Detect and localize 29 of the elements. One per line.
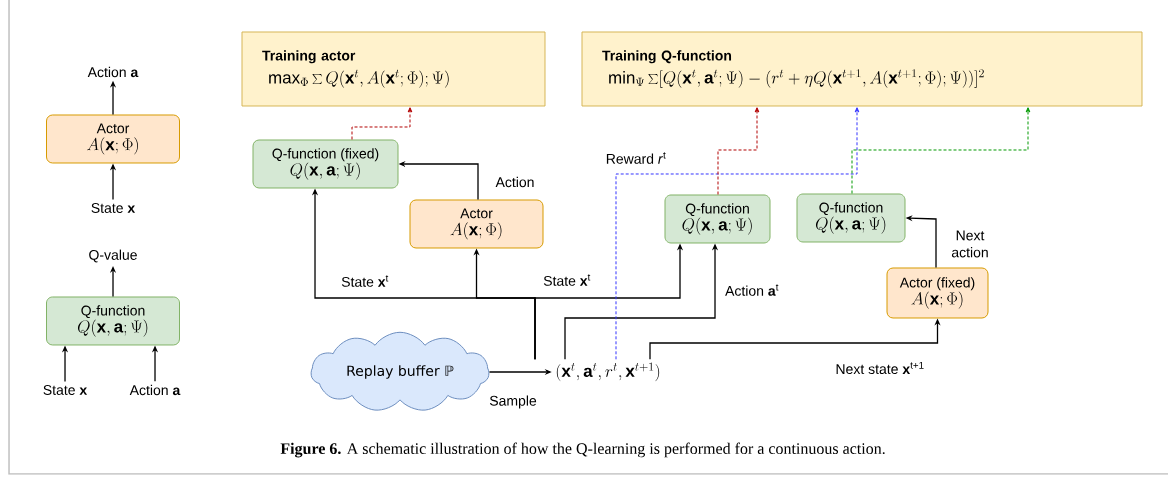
caption: Figure 6. A schematic illustration of how the Q-learning is performed for a continuous action.	[280, 442, 885, 458]
arrow	[717, 107, 760, 195]
q-function-box: Q-function $Q(\mathbf{x},\mathbf{a};\Psi)$	[46, 296, 180, 346]
edge-label: Next action	[946, 229, 994, 259]
objective-box: Training actor $\max_\Phi \sum Q(\mathbf{x}^t, A(\mathbf{x}^t;\Phi);\Psi)$	[241, 31, 546, 107]
edge-label: Sample	[488, 394, 538, 410]
actor-box: Actor $A(\mathbf{x};\Phi)$	[409, 199, 544, 249]
objective-box: Training Q-function $\min_\Psi \sum [Q(\mathbf{x}^t,\mathbf{a}^t;\Psi)-(r^t+\eta Q(\mathbf{x}^{t+1},A(\mathbf{x}^{t+1};\Phi);\Psi))]^2$	[581, 31, 1143, 107]
output-label: Q-value	[89, 249, 137, 263]
arrow	[351, 107, 413, 140]
arrow	[615, 107, 860, 360]
actor-box: Actor (fixed) $A(\mathbf{x};\Phi)$	[886, 267, 989, 319]
sample-tuple: $(\mathbf{x}^t,\mathbf{a}^t,r^t,\mathbf{x}^{t+1})$	[556, 362, 660, 382]
edge-label: Action	[494, 175, 536, 189]
q-function-box: Q-function (fixed) $Q(\mathbf{x},\mathbf{a};\Psi)$	[252, 139, 399, 189]
arrow	[851, 107, 1031, 194]
edge-label: Next state x$^{t+1}$	[834, 360, 926, 376]
actor-box: Actor $A(\mathbf{x};\Phi)$	[46, 114, 180, 164]
edge-label: State x$^{t}$	[542, 273, 592, 287]
input-label: Action a	[129, 384, 181, 396]
output-label: Action a	[87, 66, 139, 78]
replay-buffer-cloud: Replay buffer ℙ	[310, 331, 490, 411]
input-label: State x	[43, 385, 88, 395]
q-function-box: Q-function $Q(\mathbf{x},\mathbf{a};\Psi)$	[664, 194, 771, 244]
edge-label: Reward r$^{t}$	[604, 151, 668, 165]
q-function-box: Q-function $Q(\mathbf{x},\mathbf{a};\Psi)$	[796, 193, 906, 243]
edge-label: State x$^{t}$	[340, 274, 390, 288]
input-label: State x	[91, 203, 136, 213]
edge-label: Action a$^{t}$	[724, 283, 780, 297]
